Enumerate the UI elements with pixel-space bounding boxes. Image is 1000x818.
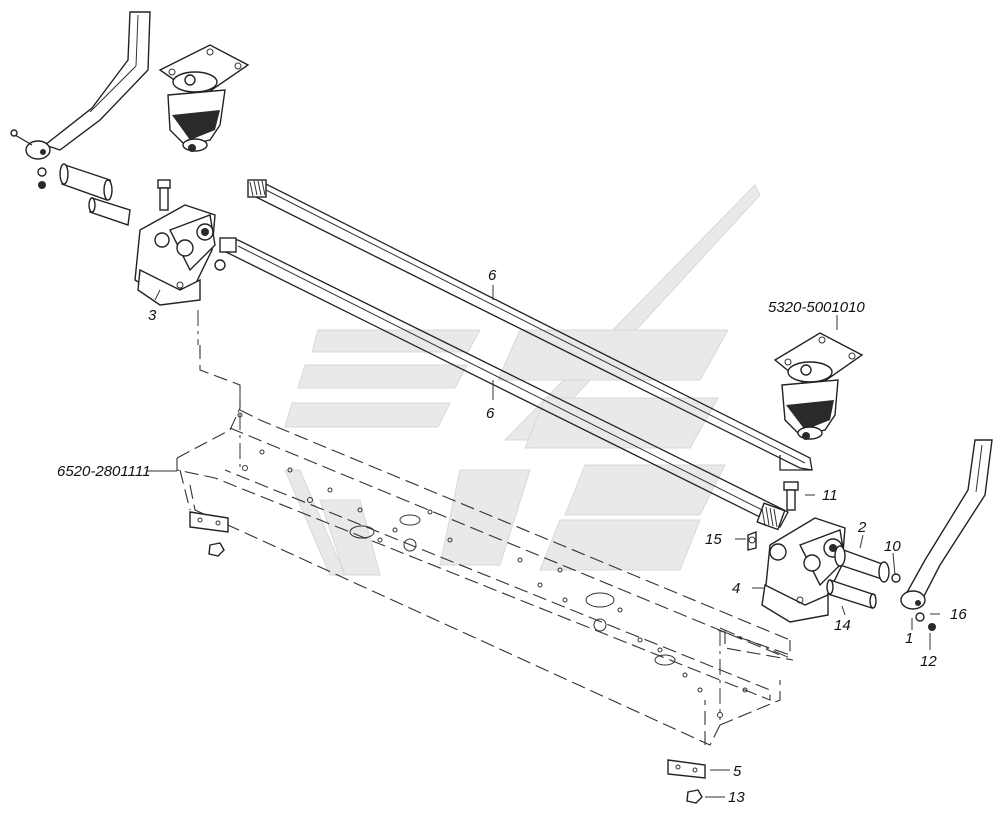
label-part-1: 1 <box>905 630 913 647</box>
watermark-logo <box>284 184 761 576</box>
label-part-6-upper: 6 <box>488 267 497 284</box>
label-part-2: 2 <box>857 519 867 536</box>
label-part-15: 15 <box>705 531 722 548</box>
left-bolt <box>157 179 171 211</box>
label-part-6-lower: 6 <box>486 405 495 422</box>
leader-lines <box>147 285 940 798</box>
right-bracket-4 <box>761 517 846 623</box>
left-bushings <box>59 163 131 226</box>
left-plate <box>189 511 229 533</box>
clip-15 <box>747 530 757 551</box>
label-part-12: 12 <box>920 653 937 670</box>
left-lever <box>10 11 151 189</box>
cab-mount-upper <box>158 44 250 152</box>
label-part-10: 10 <box>884 538 901 555</box>
rod-6-lower <box>219 237 789 531</box>
left-bracket-3 <box>134 204 226 306</box>
left-nut <box>208 542 225 557</box>
label-part-13: 13 <box>728 789 745 806</box>
label-frame: 6520-2801111 <box>57 463 150 480</box>
label-part-16: 16 <box>950 606 967 623</box>
rod-6-upper <box>247 179 813 471</box>
label-part-4: 4 <box>732 580 740 597</box>
nut-13 <box>686 789 703 804</box>
frame-crossmember <box>176 345 794 746</box>
plate-5 <box>667 759 706 779</box>
right-bolt-11 <box>783 481 799 511</box>
label-part-5: 5 <box>733 763 742 780</box>
right-bushing-2 <box>834 545 890 583</box>
label-part-3: 3 <box>148 307 157 324</box>
cab-mount-5320-5001010 <box>773 332 864 440</box>
label-part-11: 11 <box>822 487 838 504</box>
right-lever-1 <box>891 439 993 631</box>
label-part-14: 14 <box>834 617 851 634</box>
label-mount-assy: 5320-5001010 <box>768 299 865 316</box>
right-bushing-14 <box>826 579 877 609</box>
